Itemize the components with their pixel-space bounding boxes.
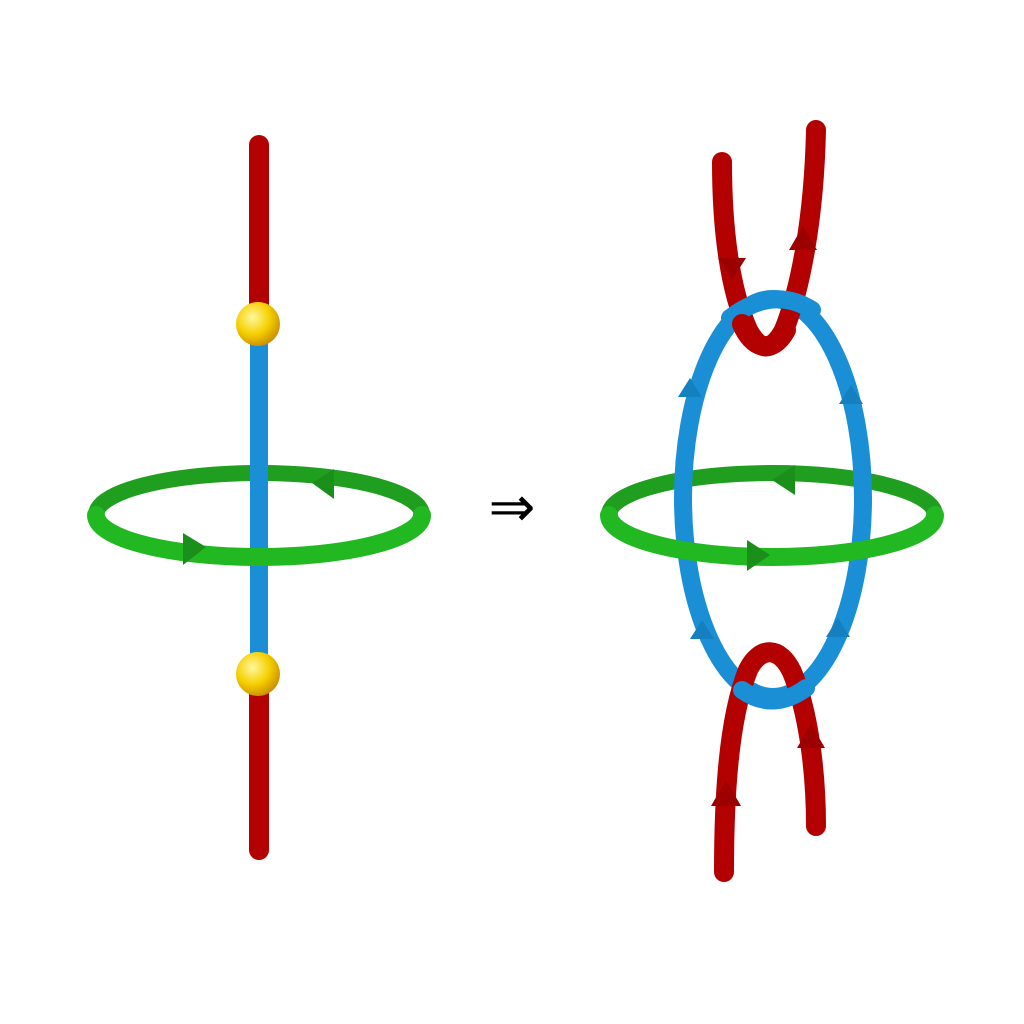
right-panel [600, 120, 944, 882]
red-arrow-upper-right-icon [789, 226, 817, 250]
green-arrow-front-icon [183, 533, 206, 565]
blue-arrow-upper-right-icon [839, 385, 863, 404]
blue-loop-overpass-top [721, 290, 821, 327]
green-arrow-front-icon [747, 540, 770, 571]
implies-arrow: ⇒ [488, 475, 536, 540]
blue-loop-overpass-bottom [733, 679, 815, 710]
red-arrow-lower-left-icon [711, 780, 741, 806]
green-loop-back [601, 465, 943, 523]
red-string-curve-top-front [732, 314, 796, 357]
green-arrow-back-icon [772, 465, 795, 495]
green-loop-front [600, 506, 944, 566]
yellow-endpoint-node-top [236, 302, 280, 346]
left-panel [87, 135, 431, 860]
red-arrow-upper-left-icon [718, 258, 746, 280]
yellow-endpoint-node-bottom [236, 652, 280, 696]
green-loop-front [87, 506, 431, 566]
green-arrow-back-icon [312, 469, 334, 499]
blue-arrow-lower-right-icon [826, 618, 850, 637]
blue-arrow-upper-left-icon [678, 378, 702, 397]
blue-arrow-lower-left-icon [690, 620, 714, 639]
red-arrow-lower-right-icon [797, 724, 825, 748]
